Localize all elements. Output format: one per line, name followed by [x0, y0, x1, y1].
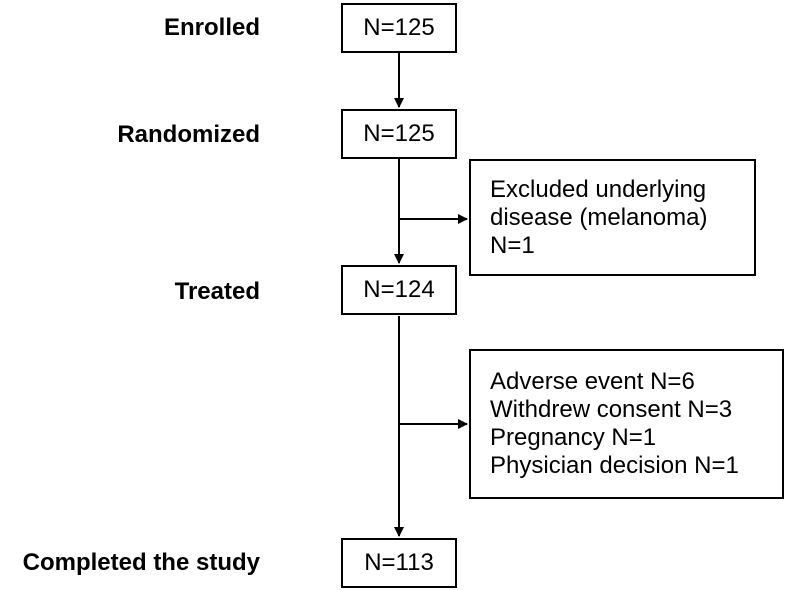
exclusion-box-2: Adverse event N=6 Withdrew consent N=3 P… — [469, 349, 784, 499]
stage-count-enrolled: N=125 — [363, 14, 435, 41]
stage-label-completed: Completed the study — [22, 549, 260, 576]
exclusion-2-line: Adverse event N=6 — [490, 368, 695, 395]
stage-count-randomized: N=125 — [363, 120, 435, 147]
exclusion-box-1: Excluded underlying disease (melanoma) N… — [469, 159, 756, 276]
exclusion-1-line: Excluded underlying — [490, 175, 707, 203]
stage-box-treated: N=124 — [341, 265, 457, 315]
exclusion-2-line: Pregnancy N=1 — [490, 424, 657, 451]
stage-box-randomized: N=125 — [341, 109, 457, 159]
stage-box-enrolled: N=125 — [341, 3, 457, 53]
exclusion-1-line: disease (melanoma) — [490, 203, 708, 231]
stage-label-treated: Treated — [174, 278, 260, 305]
exclusion-2-line: Physician decision N=1 — [490, 452, 739, 479]
stage-count-completed: N=113 — [364, 549, 434, 576]
stage-count-treated: N=124 — [363, 276, 435, 303]
exclusion-1-line: N=1 — [490, 231, 535, 259]
stage-box-completed: N=113 — [341, 538, 457, 588]
stage-label-enrolled: Enrolled — [163, 14, 260, 41]
stage-label-randomized: Randomized — [117, 121, 260, 148]
exclusion-2-line: Withdrew consent N=3 — [490, 396, 733, 423]
